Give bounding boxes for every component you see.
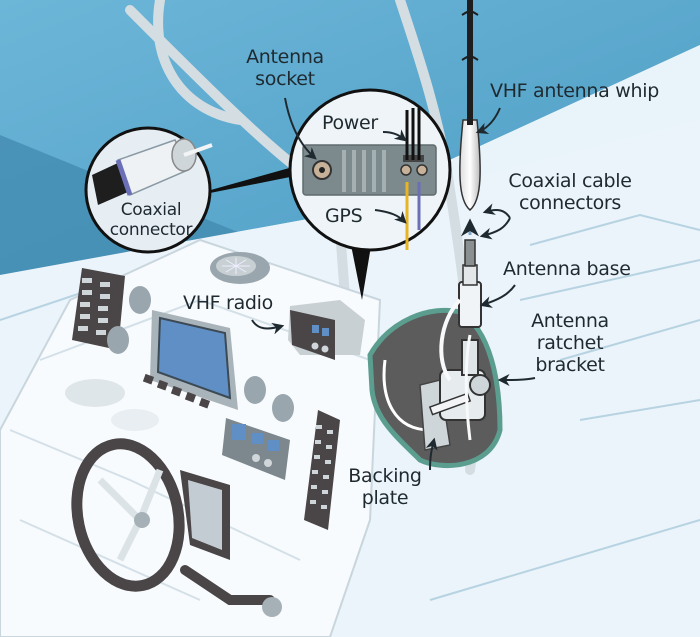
label-vhf-radio: VHF radio <box>183 292 273 314</box>
radio-back-detail-circle <box>288 88 452 252</box>
label-antenna-ratchet-bracket-line3: bracket <box>535 354 605 376</box>
coax-connector-detail-circle <box>84 126 213 254</box>
leader-arrows <box>251 97 536 471</box>
ratchet-bracket <box>428 334 491 441</box>
callout-pointer-radio <box>350 240 372 300</box>
label-backing-plate-line2: plate <box>361 487 409 509</box>
label-coaxial-cable-connectors-line2: connectors <box>518 192 622 214</box>
label-antenna-ratchet-bracket-line2: ratchet <box>536 332 604 354</box>
label-coaxial-connector-line1: Coaxial <box>120 200 182 220</box>
label-backing-plate: Backing plate <box>340 465 430 509</box>
switch-panel-right <box>304 410 340 530</box>
label-power: Power <box>322 112 378 134</box>
label-coaxial-connector-line2: connector <box>109 220 193 240</box>
label-antenna-socket-line1: Antenna <box>246 46 324 68</box>
label-antenna-base: Antenna base <box>503 258 631 280</box>
label-coaxial-cable-connectors: Coaxial cable connectors <box>495 170 645 214</box>
label-antenna-ratchet-bracket: Antenna ratchet bracket <box>520 310 620 376</box>
label-antenna-ratchet-bracket-line1: Antenna <box>531 310 609 332</box>
engine-display <box>222 418 290 480</box>
label-antenna-socket: Antenna socket <box>230 46 340 90</box>
label-coaxial-connector: Coaxial connector <box>108 200 194 240</box>
steering-wheel <box>71 438 185 592</box>
vhf-radio-unit <box>288 300 365 360</box>
chartplotter <box>142 310 238 410</box>
label-coaxial-cable-connectors-line1: Coaxial cable <box>508 170 632 192</box>
label-antenna-socket-line2: socket <box>255 68 315 90</box>
throttle <box>180 470 282 617</box>
label-gps: GPS <box>325 205 363 227</box>
antenna-assembly <box>439 0 482 382</box>
label-vhf-antenna-whip: VHF antenna whip <box>490 80 659 102</box>
label-backing-plate-line1: Backing <box>348 465 422 487</box>
helm-console <box>0 238 382 637</box>
compass <box>210 252 270 284</box>
